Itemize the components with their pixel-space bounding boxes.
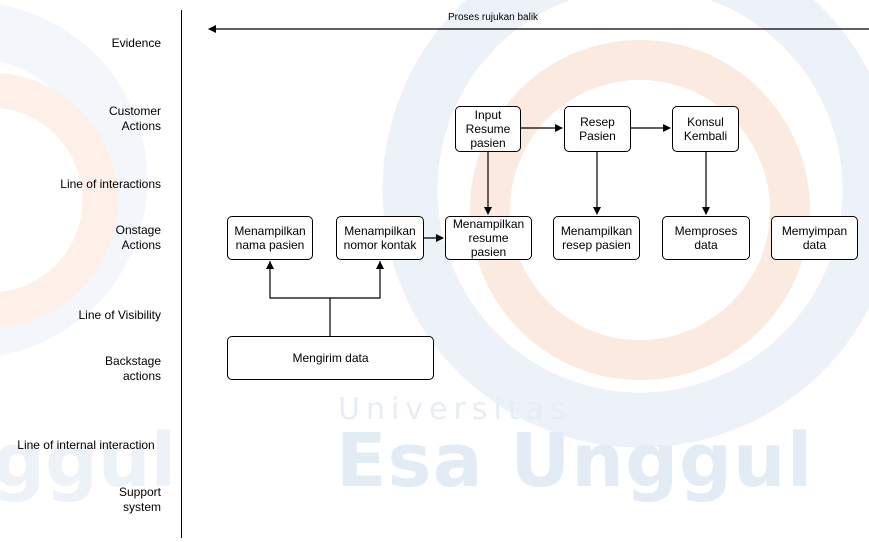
top-arrow-label: Proses rujukan balik — [448, 12, 539, 23]
lane-divider — [181, 10, 182, 538]
lane-line-of-visibility: Line of Visibility — [78, 308, 162, 322]
lane-line-of-interactions: Line of interactions — [60, 177, 161, 191]
box-menampilkan-resume-pasien[interactable]: Menampilkan resume pasien — [445, 216, 532, 260]
box-mengirim-data[interactable]: Mengirim data — [227, 336, 434, 380]
box-memyimpan-data[interactable]: Memyimpan data — [771, 216, 858, 260]
lane-support-system: Support system — [118, 485, 161, 514]
box-memproses-data[interactable]: Memproses data — [662, 216, 750, 260]
box-konsul-kembali[interactable]: Konsul Kembali — [672, 106, 739, 152]
box-resep-pasien[interactable]: Resep Pasien — [564, 106, 631, 152]
lane-evidence: Evidence — [111, 36, 161, 50]
box-menampilkan-nama-pasien[interactable]: Menampilkan nama pasien — [227, 216, 313, 260]
box-menampilkan-nomor-kontak[interactable]: Menampilkan nomor kontak — [336, 216, 424, 260]
lane-line-of-internal-interaction: Line of internal interaction — [17, 438, 155, 452]
lane-onstage-actions: Onstage Actions — [115, 223, 161, 252]
box-menampilkan-resep-pasien[interactable]: Menampilkan resep pasien — [553, 216, 640, 260]
lane-customer-actions: Customer Actions — [108, 104, 161, 133]
lane-backstage-actions: Backstage actions — [104, 354, 161, 383]
watermark-esa-unggul: Esa Unggul — [336, 418, 814, 504]
watermark-left-fragment: ggul — [0, 418, 176, 504]
box-input-resume-pasien[interactable]: Input Resume pasien — [455, 106, 521, 152]
watermark-universitas: Universitas — [338, 392, 572, 427]
arrow-mengirim-fork — [269, 261, 381, 336]
